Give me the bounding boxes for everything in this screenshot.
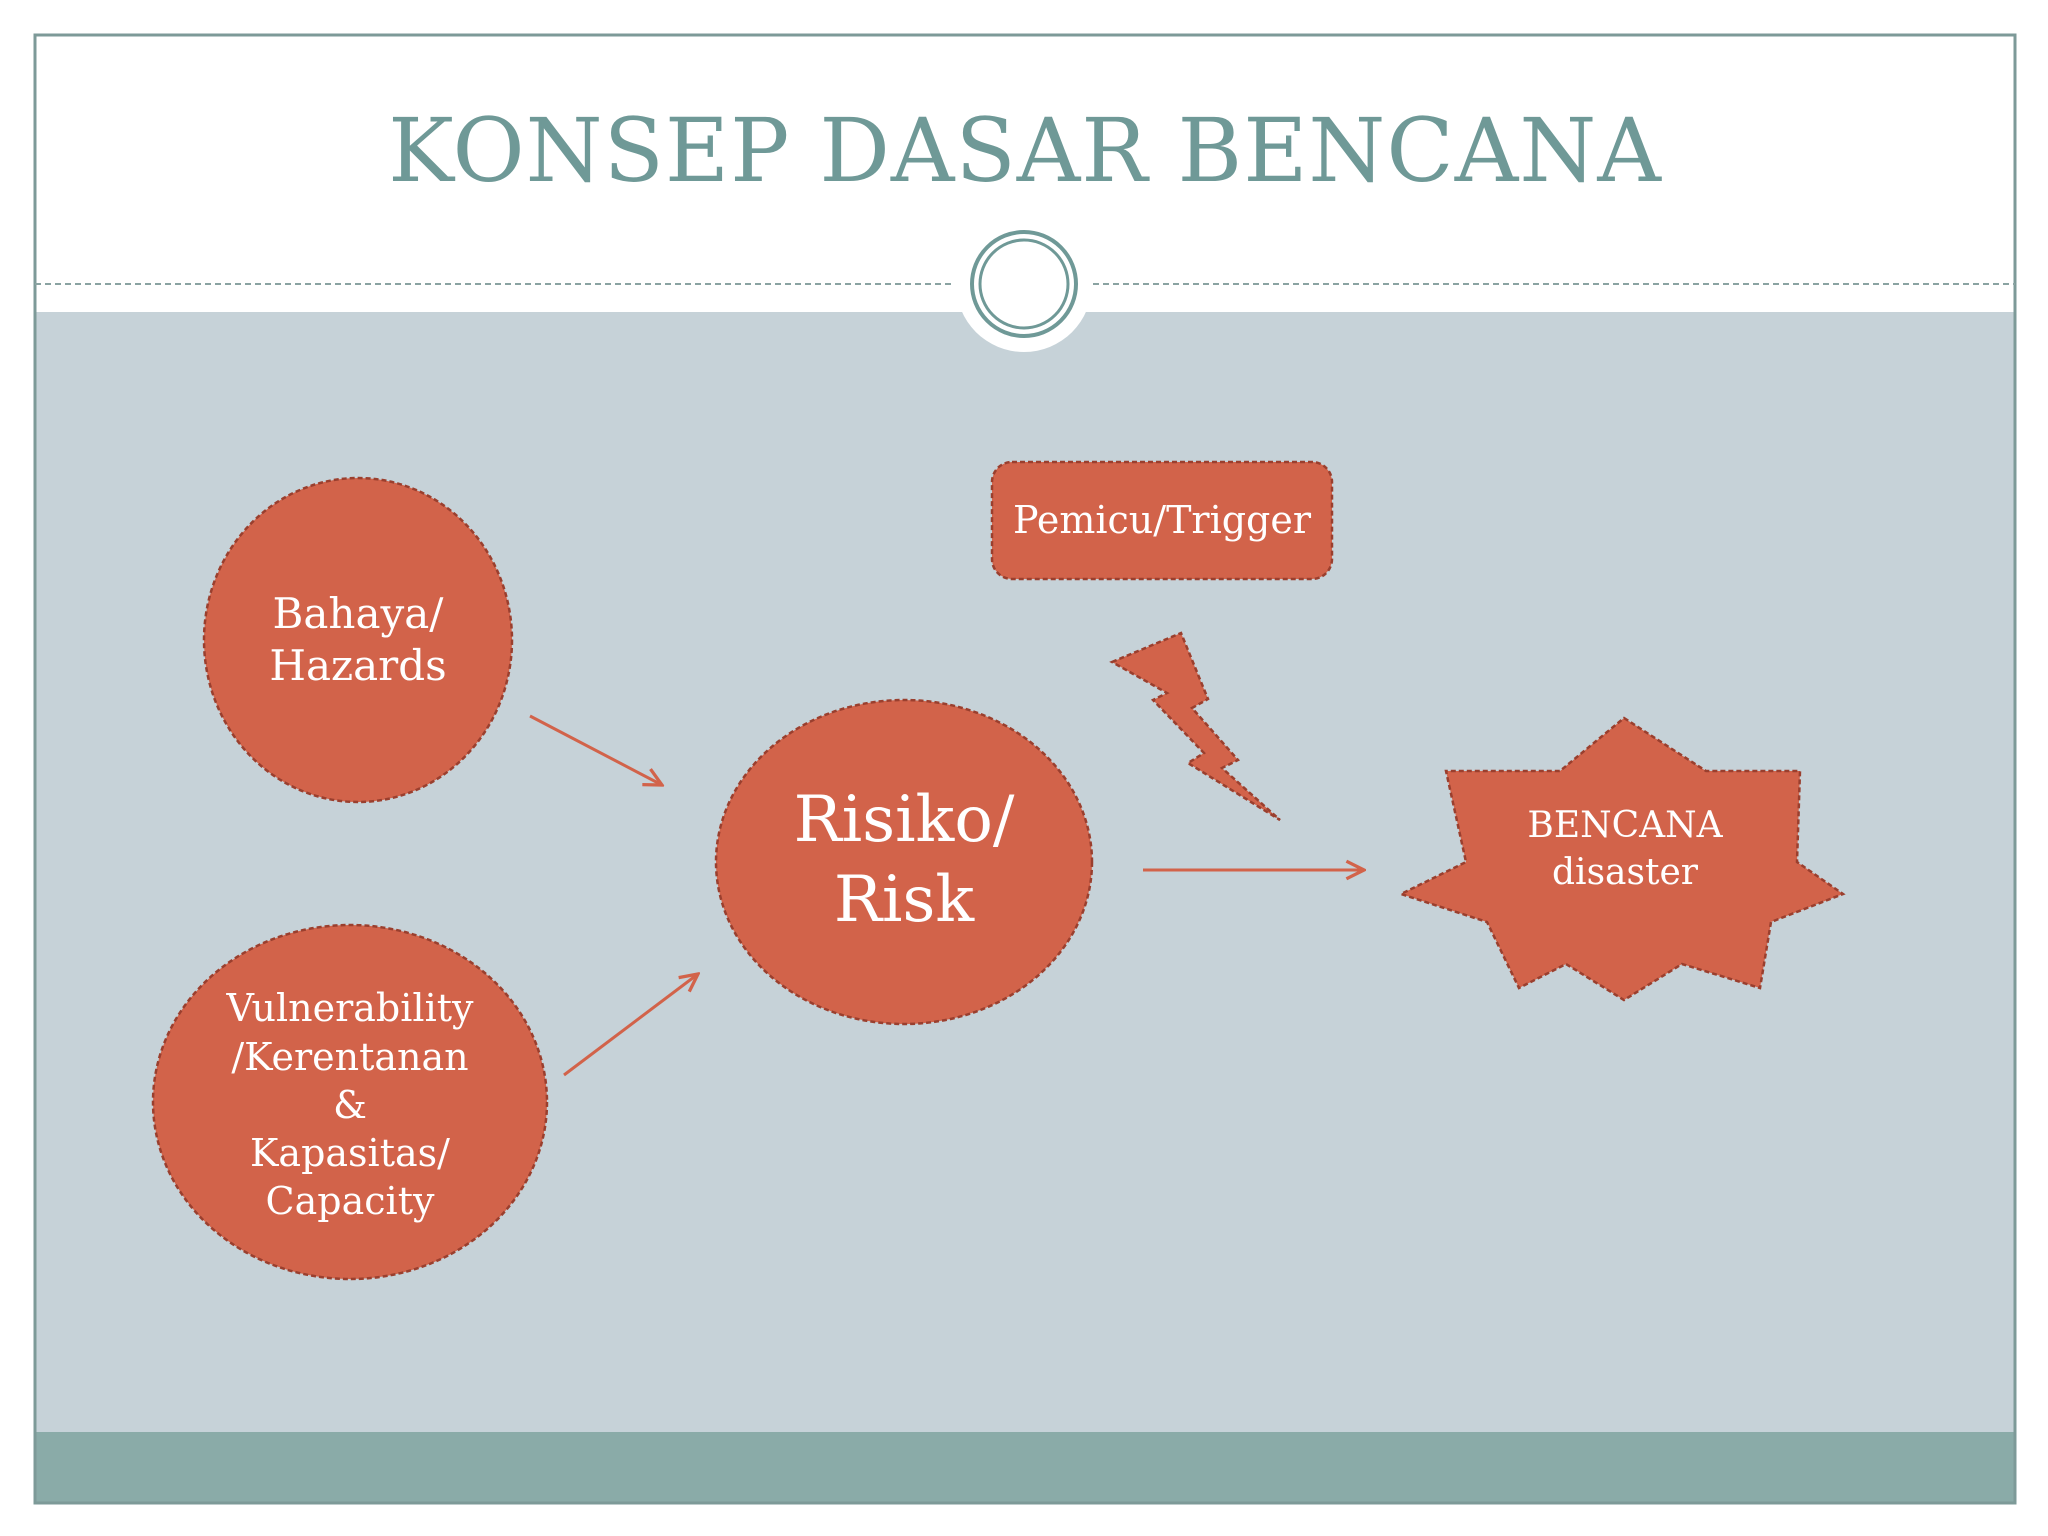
hazards-label: Bahaya/ Hazards xyxy=(269,588,447,691)
arrow-hazards-to-risk xyxy=(529,714,662,785)
trigger-label: Pemicu/Trigger xyxy=(1012,497,1312,542)
trigger-node xyxy=(990,460,1334,581)
footer-bar xyxy=(35,1432,2015,1503)
risk-label: Risiko/ Risk xyxy=(793,783,1015,937)
double-ring-icon xyxy=(956,216,1092,352)
hazards-node xyxy=(202,476,514,804)
risk-node xyxy=(714,698,1094,1026)
vulnerability-label: Vulnerability /Kerentanan & Kapasitas/ C… xyxy=(226,986,474,1224)
vulnerability-node xyxy=(151,923,549,1281)
disaster-node xyxy=(1397,716,1846,1002)
disaster-label: BENCANA disaster xyxy=(1527,805,1723,893)
arrow-vulnerability-to-risk xyxy=(563,974,698,1077)
slide-title: KONSEP DASAR BENCANA xyxy=(388,99,1662,202)
slide-frame xyxy=(33,33,2017,1505)
lightning-bolt-icon xyxy=(1109,631,1281,822)
